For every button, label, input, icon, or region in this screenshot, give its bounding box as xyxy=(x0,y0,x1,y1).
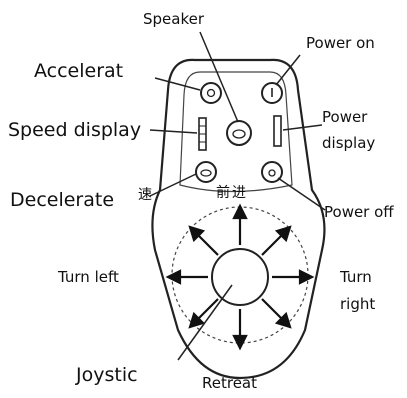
label-retreat: Retreat xyxy=(202,376,257,391)
label-speaker: Speaker xyxy=(143,12,204,27)
speaker-button xyxy=(227,121,251,145)
label-side-cn: 速 xyxy=(138,188,152,202)
label-power-on: Power on xyxy=(306,36,375,51)
label-joystic: Joystic xyxy=(76,366,138,385)
joystick-knob xyxy=(212,249,268,305)
label-accelerat: Accelerat xyxy=(34,62,123,81)
label-turn-left: Turn left xyxy=(58,270,119,285)
label-power-off: Power off xyxy=(324,205,394,220)
label-turn-right-1: Turn xyxy=(340,270,372,285)
label-speed-display: Speed display xyxy=(8,121,141,140)
direction-arrows xyxy=(168,206,312,348)
power-display-bar xyxy=(274,116,281,146)
accelerate-button xyxy=(201,83,221,103)
label-forward-cn: 前进 xyxy=(216,186,248,200)
label-decelerate: Decelerate xyxy=(10,191,114,210)
label-power-display-1: Power xyxy=(322,110,367,125)
label-turn-right-2: right xyxy=(340,297,375,312)
label-power-display-2: display xyxy=(322,136,375,151)
decelerate-button xyxy=(196,162,216,182)
